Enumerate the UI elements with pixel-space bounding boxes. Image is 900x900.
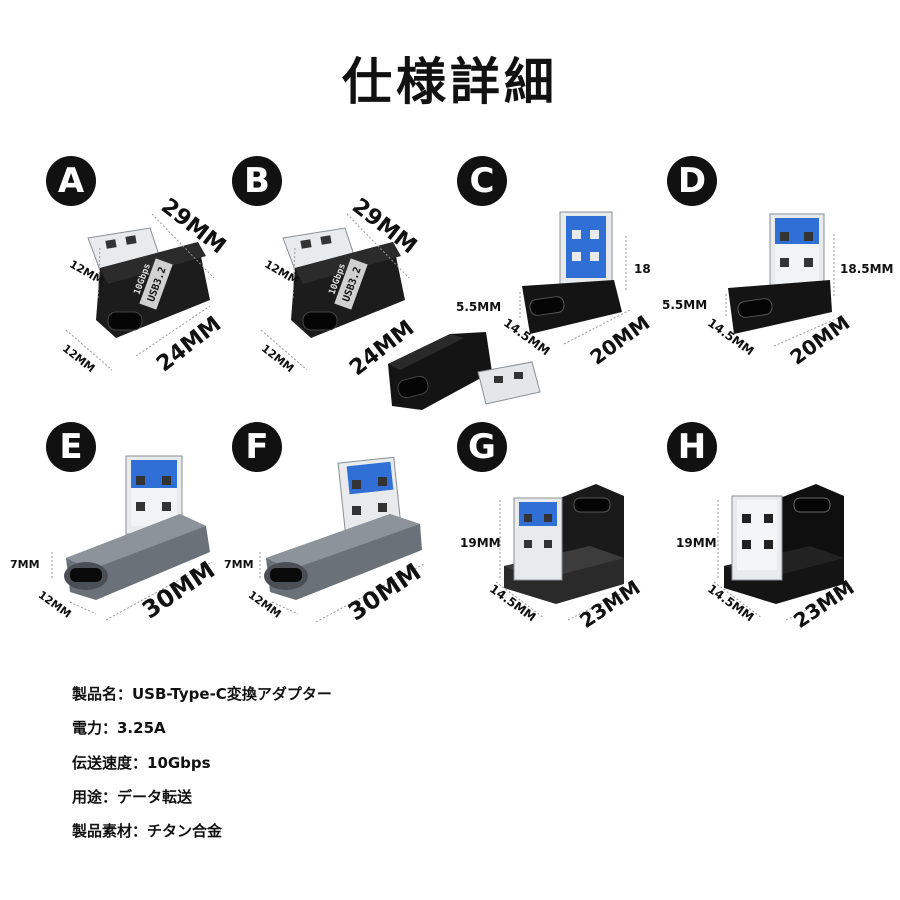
adapter-e-image: [64, 455, 210, 600]
spec-product-name: 製品名：USB-Type-C変換アダプター: [72, 685, 332, 703]
spec-power: 電力：3.25A: [72, 719, 166, 737]
badge-h: H: [667, 422, 717, 472]
adapter-b-image: 10Gbps USB3.2: [282, 227, 405, 338]
dimension-lines-b: [260, 213, 410, 371]
spec-transfer-speed: 伝送速度：10Gbps: [72, 754, 211, 772]
variant-h: H 19MM 14.5MM 23MM: [650, 400, 900, 650]
adapter-a-image: 10Gbps USB3.2: [87, 227, 210, 338]
variant-c: C 18 5.5MM 14.5MM 20MM: [440, 0, 670, 400]
badge-e: E: [46, 422, 96, 472]
dimension-lines-h: [713, 500, 855, 621]
variant-f: F 7MM 12MM 30MM: [210, 400, 440, 650]
dim-g-height: 19MM: [460, 536, 501, 550]
variant-b: B 10Gbps USB3.2 29MM 12MM 12MM 24MM: [195, 0, 425, 400]
dim-d-thickness: 5.5MM: [662, 298, 708, 312]
spec-material: 製品素材：チタン合金: [72, 822, 223, 840]
dim-e-thickness: 7MM: [10, 558, 40, 571]
badge-c: C: [457, 156, 507, 206]
badge-g: G: [457, 422, 507, 472]
dimension-lines-a: [65, 213, 215, 371]
dimension-lines-e: [51, 552, 213, 621]
adapter-h-image: [724, 484, 844, 604]
spec-usage: 用途：データ転送: [72, 788, 193, 806]
adapter-g-image: [504, 484, 624, 604]
badge-b: B: [232, 156, 282, 206]
variant-d: D 18.5MM 5.5MM 14.5MM 20MM: [650, 0, 900, 400]
badge-a: A: [46, 156, 96, 206]
dim-c-height: 18: [634, 262, 651, 276]
dim-c-thickness: 5.5MM: [456, 300, 502, 314]
dim-h-height: 19MM: [676, 536, 717, 550]
variant-a: A 10Gbps USB3.2 29MM 12MM 12MM 24MM: [0, 0, 230, 400]
adapter-f-image: [264, 456, 422, 600]
dimension-lines-d: [725, 234, 839, 347]
dim-f-thickness: 7MM: [224, 558, 254, 571]
dimension-lines-g: [495, 500, 637, 621]
badge-d: D: [667, 156, 717, 206]
adapter-c-image: [522, 211, 622, 334]
variant-g: G 19MM 14.5MM 23MM: [440, 400, 670, 650]
adapter-d-image: [728, 213, 832, 334]
badge-f: F: [232, 422, 282, 472]
adapter-b-second-view: [388, 332, 541, 410]
dimension-lines-c: [519, 236, 631, 345]
dimension-lines-f: [259, 552, 425, 623]
dim-d-height: 18.5MM: [840, 262, 894, 276]
variant-e: E 7MM 12MM 30MM: [0, 400, 230, 650]
page-title: 仕様詳細: [342, 53, 558, 111]
